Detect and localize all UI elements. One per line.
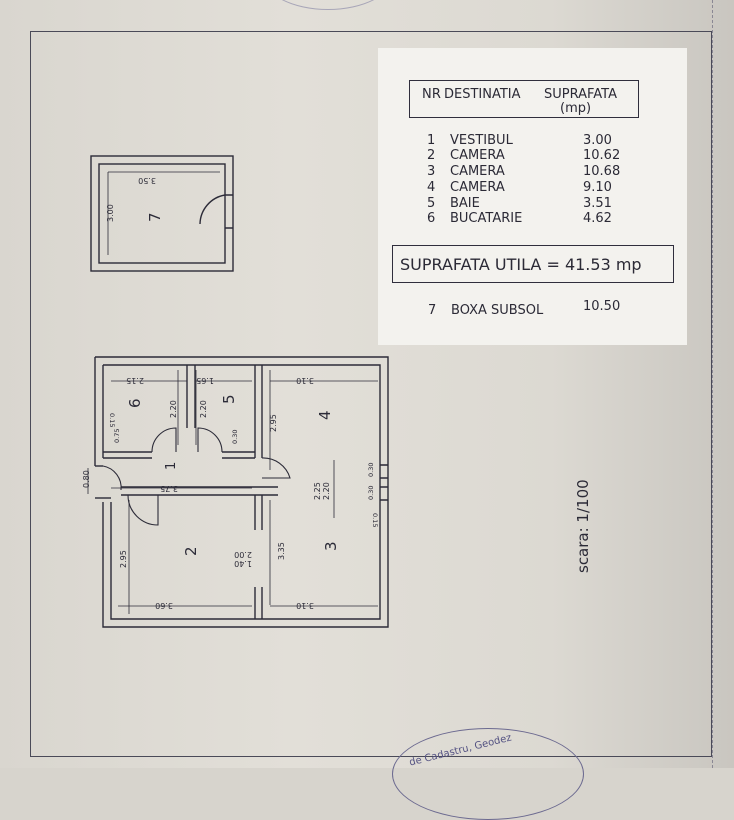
dim-label: 2.20 xyxy=(322,482,331,500)
row-area: 9.10 xyxy=(583,180,612,195)
row-area: 3.00 xyxy=(583,133,612,148)
dim-label: 3.10 xyxy=(296,376,314,385)
row-area: 10.68 xyxy=(583,164,621,179)
legend-row: 2 CAMERA 10.62 xyxy=(0,148,734,164)
dim-label: 0.30 xyxy=(367,463,375,477)
room-number-3: 3 xyxy=(322,541,340,551)
dim-label: 3.10 xyxy=(296,601,314,610)
extra-row-number: 7 xyxy=(428,303,437,318)
dim-label: 0.80 xyxy=(82,470,91,488)
page-edge xyxy=(712,0,714,768)
dim-label: 3.60 xyxy=(155,601,173,610)
row-number: 1 xyxy=(427,133,436,148)
dim-label: 3.00 xyxy=(106,204,115,222)
row-destination: CAMERA xyxy=(450,148,505,163)
row-destination: CAMERA xyxy=(450,180,505,195)
dim-label: 0.15 xyxy=(371,513,379,527)
dim-label: 0.75 xyxy=(113,429,121,443)
extra-row-destination: BOXA SUBSOL xyxy=(451,303,544,318)
room-number-7: 7 xyxy=(146,212,164,222)
row-number: 3 xyxy=(427,164,436,179)
row-number: 4 xyxy=(427,180,436,195)
drawing-frame xyxy=(30,31,712,757)
dim-label: 3.50 xyxy=(138,176,156,185)
legend-row: 1 VESTIBUL 3.00 xyxy=(0,133,734,149)
dim-label: 3.35 xyxy=(277,542,286,560)
header-suprafata: SUPRAFATA xyxy=(544,87,617,102)
dim-label: 2.00 xyxy=(234,550,252,559)
room-number-2: 2 xyxy=(182,546,200,556)
room-number-5: 5 xyxy=(220,394,238,404)
row-destination: VESTIBUL xyxy=(450,133,513,148)
legend-row: 4 CAMERA 9.10 xyxy=(0,180,734,196)
dim-label: 2.20 xyxy=(169,400,178,418)
legend-header: NR DESTINATIA SUPRAFATA (mp) xyxy=(409,80,639,118)
door-swings xyxy=(102,427,388,526)
dim-label: 2.95 xyxy=(119,550,128,568)
dimension-lines xyxy=(87,370,378,614)
row-area: 4.62 xyxy=(583,211,612,226)
row-number: 6 xyxy=(427,211,436,226)
row-area: 10.62 xyxy=(583,148,621,163)
row-area: 3.51 xyxy=(583,196,612,211)
room-number-1: 1 xyxy=(164,462,179,470)
legend-row: 5 BAIE 3.51 xyxy=(0,196,734,212)
extra-row-area: 10.50 xyxy=(583,299,621,314)
scale-label: scara: 1/100 xyxy=(574,479,592,573)
apartment-walls xyxy=(94,356,389,628)
room-number-6: 6 xyxy=(126,398,144,408)
room-number-4: 4 xyxy=(316,410,334,420)
dim-label: 2.20 xyxy=(199,400,208,418)
legend-panel xyxy=(378,48,687,345)
row-destination: CAMERA xyxy=(450,164,505,179)
floor-plan: 6 5 4 1 2 3 7 3.50 3.00 2.15 2.20 0.15 0… xyxy=(82,155,389,628)
header-destinatia: DESTINATIA xyxy=(444,87,521,102)
row-number: 2 xyxy=(427,148,436,163)
dim-label: 2.95 xyxy=(269,414,278,432)
row-destination: BUCATARIE xyxy=(450,211,523,226)
storage-room-7 xyxy=(90,155,234,272)
dim-label: 3.75 xyxy=(160,484,178,493)
legend-row: 6 BUCATARIE 4.62 xyxy=(0,211,734,227)
dim-label: 1.40 xyxy=(234,559,252,568)
dim-label: 0.15 xyxy=(108,413,116,427)
total-area-text: SUPRAFATA UTILA = 41.53 mp xyxy=(400,255,642,274)
dim-label: 1.65 xyxy=(196,376,214,385)
total-area-box: SUPRAFATA UTILA = 41.53 mp xyxy=(392,245,674,283)
header-nr: NR xyxy=(422,87,442,102)
dim-label: 2.15 xyxy=(126,376,144,385)
row-number: 5 xyxy=(427,196,436,211)
dim-label: 0.30 xyxy=(367,486,375,500)
header-unit: (mp) xyxy=(560,101,592,116)
legend-row: 3 CAMERA 10.68 xyxy=(0,164,734,180)
dim-label: 0.30 xyxy=(231,430,239,444)
row-destination: BAIE xyxy=(450,196,480,211)
dim-label: 2.25 xyxy=(313,482,322,500)
